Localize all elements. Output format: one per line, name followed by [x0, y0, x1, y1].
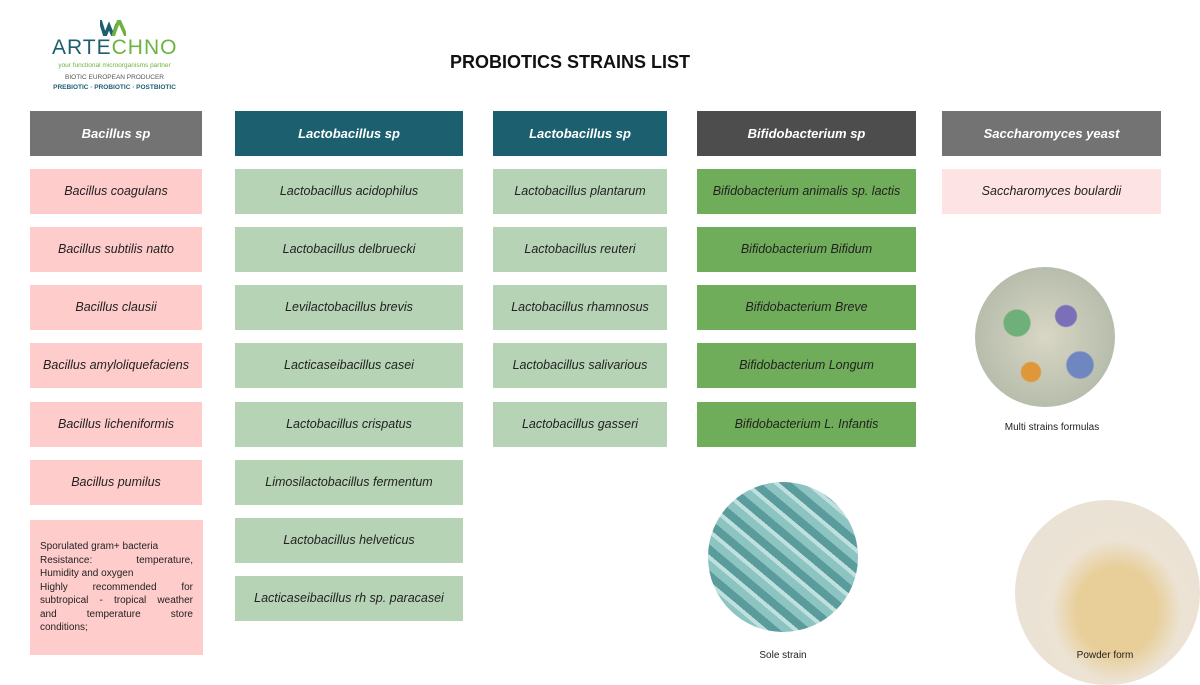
strain-item: Lactobacillus acidophilus	[235, 169, 463, 214]
column-header: Lactobacillus sp	[493, 111, 667, 156]
strain-item: Lactobacillus delbruecki	[235, 227, 463, 272]
strain-item: Lactobacillus helveticus	[235, 518, 463, 563]
note-line: and temperature store	[40, 608, 193, 620]
page-title: PROBIOTICS STRAINS LIST	[449, 52, 690, 72]
note-line: conditions;	[40, 622, 88, 633]
bacillus-note: Sporulated gram+ bacteria Resistance: te…	[30, 520, 203, 655]
strain-item: Lactobacillus salivarious	[493, 343, 667, 388]
brand-name-part-a: ARTE	[52, 36, 112, 59]
strain-item: Bacillus clausii	[30, 285, 202, 330]
column-header: Bacillus sp	[30, 111, 202, 156]
sole-strain-caption: Sole strain	[759, 650, 807, 661]
note-line: Resistance: temperature,	[40, 554, 193, 566]
strain-item: Limosilactobacillus fermentum	[235, 460, 463, 505]
powder-form-caption: Powder form	[1076, 650, 1134, 661]
note-line: Highly recommended for	[40, 581, 193, 593]
logo-icon	[100, 20, 126, 36]
brand-name-part-b: CHNO	[111, 36, 178, 59]
note-line: Sporulated gram+ bacteria	[40, 541, 159, 552]
strain-item: Bifidobacterium Bifidum	[697, 227, 916, 272]
note-line: subtropical - tropical weather	[40, 595, 193, 606]
strain-item: Saccharomyces boulardii	[942, 169, 1161, 214]
strain-item: Bifidobacterium L. Infantis	[697, 402, 916, 447]
multi-strains-caption: Multi strains formulas	[1004, 422, 1100, 433]
strain-item: Bacillus pumilus	[30, 460, 202, 505]
strain-item: Lactobacillus plantarum	[493, 169, 667, 214]
strain-item: Bacillus coagulans	[30, 169, 202, 214]
strain-item: Levilactobacillus brevis	[235, 285, 463, 330]
column-header: Bifidobacterium sp	[697, 111, 916, 156]
strain-item: Lactobacillus rhamnosus	[493, 285, 667, 330]
strain-item: Lactobacillus reuteri	[493, 227, 667, 272]
column-header: Saccharomyces yeast	[942, 111, 1161, 156]
biotics-text: PREBIOTIC · PROBIOTIC · POSTBIOTIC	[53, 84, 176, 91]
strain-item: Bifidobacterium Longum	[697, 343, 916, 388]
strain-item: Bacillus subtilis natto	[30, 227, 202, 272]
powder-form-image	[1015, 500, 1200, 685]
column-header: Lactobacillus sp	[235, 111, 463, 156]
strain-item: Lacticaseibacillus casei	[235, 343, 463, 388]
strain-item: Lactobacillus gasseri	[493, 402, 667, 447]
strain-item: Lactobacillus crispatus	[235, 402, 463, 447]
strain-item: Bifidobacterium Breve	[697, 285, 916, 330]
brand-tagline: your functional microorganisms partner	[58, 62, 171, 69]
producer-text: BIOTIC EUROPEAN PRODUCER	[65, 74, 164, 81]
sole-strain-image	[708, 482, 858, 632]
note-line: Humidity and oxygen	[40, 568, 134, 579]
strain-item: Lacticaseibacillus rh sp. paracasei	[235, 576, 463, 621]
multi-strains-image	[975, 267, 1115, 407]
strain-item: Bacillus licheniformis	[30, 402, 202, 447]
brand-name: ARTECHNO	[52, 37, 177, 59]
strain-item: Bacillus amyloliquefaciens	[30, 343, 202, 388]
strain-item: Bifidobacterium animalis sp. lactis	[697, 169, 916, 214]
